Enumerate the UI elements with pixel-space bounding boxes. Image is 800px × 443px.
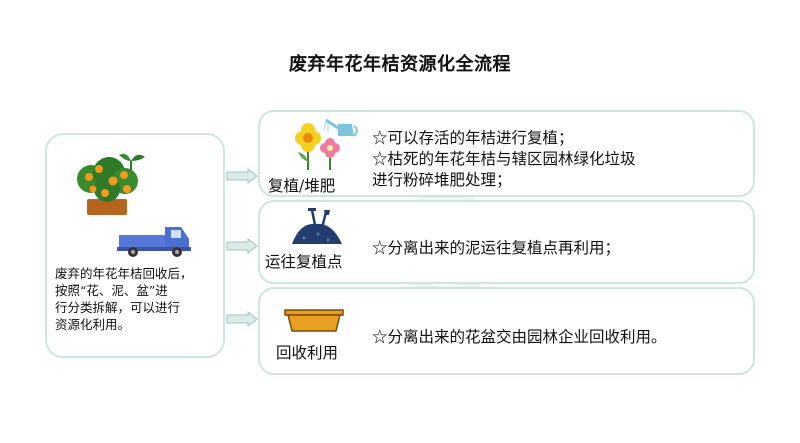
step-box-replant-compost: 复植/堆肥 ☆可以存活的年桔进行复植； ☆枯死的年花年桔与辖区园林绿化垃圾 进行… [258,110,755,197]
step-description: ☆可以存活的年桔进行复植； ☆枯死的年花年桔与辖区园林绿化垃圾 进行粉碎堆肥处理… [372,128,636,191]
source-line: 按照“花、泥、盆”进 [55,283,168,298]
step-description: ☆分离出来的泥运往复植点再利用； [372,238,620,259]
soil-shovel-icon [292,208,342,244]
step-line: ☆可以存活的年桔进行复植； [372,129,574,147]
truck-icon [117,227,191,257]
step-line: ☆分离出来的花盆交由园林企业回收利用。 [372,328,667,346]
step-line: ☆分离出来的泥运往复植点再利用； [372,239,621,257]
step-box-recycle: 回收利用 ☆分离出来的花盆交由园林企业回收利用。 [258,287,755,375]
source-line: 行分类拆解，可以进行 [55,300,181,315]
step-label: 回收利用 [276,344,339,362]
arrow-right-icon [226,168,258,184]
step-box-transport: 运往复植点 ☆分离出来的泥运往复植点再利用； [258,200,755,284]
flower-watering-can-icon [295,118,358,170]
step-line: 进行粉碎堆肥处理； [372,171,512,189]
arrow-right-icon [226,311,258,327]
step-label: 复植/堆肥 [268,177,336,195]
planter-tray-icon [284,309,344,332]
source-line: 废弃的年花年桔回收后， [55,266,193,281]
arrow-right-icon [226,238,258,254]
orange-tree-pot-icon [77,153,145,215]
step-line: ☆枯死的年花年桔与辖区园林绿化垃圾 [372,150,636,168]
source-panel: 废弃的年花年桔回收后， 按照“花、泥、盆”进 行分类拆解，可以进行 资源化利用。 [45,133,225,358]
source-description: 废弃的年花年桔回收后， 按照“花、泥、盆”进 行分类拆解，可以进行 资源化利用。 [55,265,227,333]
step-label: 运往复植点 [265,253,343,271]
step-description: ☆分离出来的花盆交由园林企业回收利用。 [372,327,667,348]
diagram-title: 废弃年花年桔资源化全流程 [289,54,511,75]
source-line: 资源化利用。 [55,317,131,332]
